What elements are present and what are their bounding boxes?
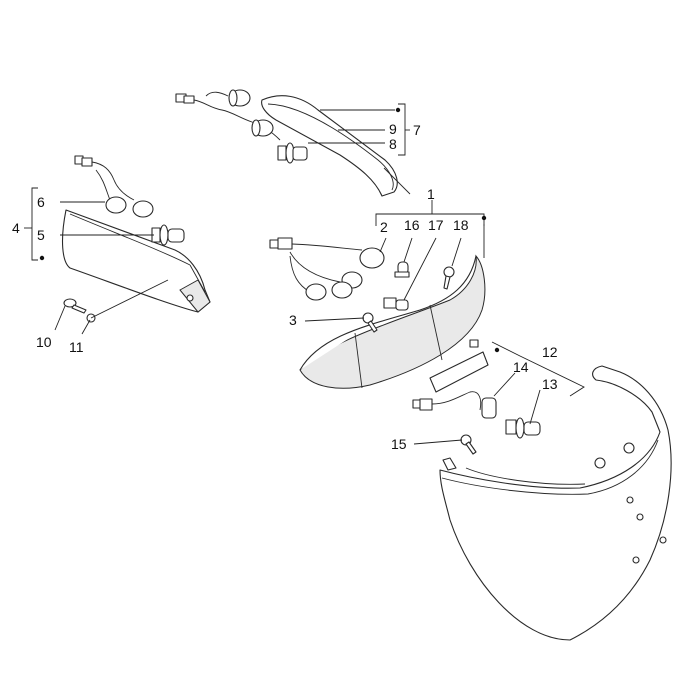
callout-14: 14 bbox=[513, 359, 529, 375]
plate-light-bulb bbox=[505, 417, 541, 439]
left-screw bbox=[63, 298, 96, 323]
upper-bulb-holder bbox=[277, 142, 308, 164]
callout-7: 7 bbox=[413, 122, 421, 138]
callout-10: 10 bbox=[36, 334, 52, 350]
callout-4: 4 bbox=[12, 220, 20, 236]
tail-light-assembly bbox=[269, 237, 486, 389]
small-bulb bbox=[394, 261, 410, 278]
housing-screw bbox=[443, 266, 455, 290]
callout-15: 15 bbox=[391, 436, 407, 452]
screw-3 bbox=[362, 312, 378, 333]
lamp-bracket bbox=[429, 339, 489, 393]
callout-2: 2 bbox=[380, 219, 388, 235]
left-side-light-assembly bbox=[61, 155, 211, 323]
callout-12: 12 bbox=[542, 344, 558, 360]
callout-11: 11 bbox=[69, 339, 84, 355]
callout-3: 3 bbox=[289, 312, 297, 328]
callout-6: 6 bbox=[37, 194, 45, 210]
callout-8: 8 bbox=[389, 136, 397, 152]
plate-screw bbox=[460, 434, 477, 455]
tail-wiring-harness bbox=[269, 237, 385, 301]
upper-wiring-harness bbox=[175, 89, 281, 141]
callout-18: 18 bbox=[453, 217, 469, 233]
bulb-socket bbox=[383, 297, 409, 311]
left-bulb bbox=[151, 224, 185, 246]
left-wiring-harness bbox=[74, 155, 154, 218]
mudguard-assembly bbox=[412, 339, 672, 641]
callout-numbers: 1 2 3 4 5 6 7 8 9 10 11 12 13 14 15 16 1… bbox=[12, 121, 558, 452]
callout-13: 13 bbox=[542, 376, 558, 392]
upper-light-assembly bbox=[175, 89, 411, 197]
callout-16: 16 bbox=[404, 217, 420, 233]
callout-5: 5 bbox=[37, 227, 45, 243]
callout-17: 17 bbox=[428, 217, 444, 233]
plate-light-socket bbox=[412, 391, 497, 419]
callout-9: 9 bbox=[389, 121, 397, 137]
callout-1: 1 bbox=[427, 186, 435, 202]
leader-lines bbox=[24, 103, 585, 445]
